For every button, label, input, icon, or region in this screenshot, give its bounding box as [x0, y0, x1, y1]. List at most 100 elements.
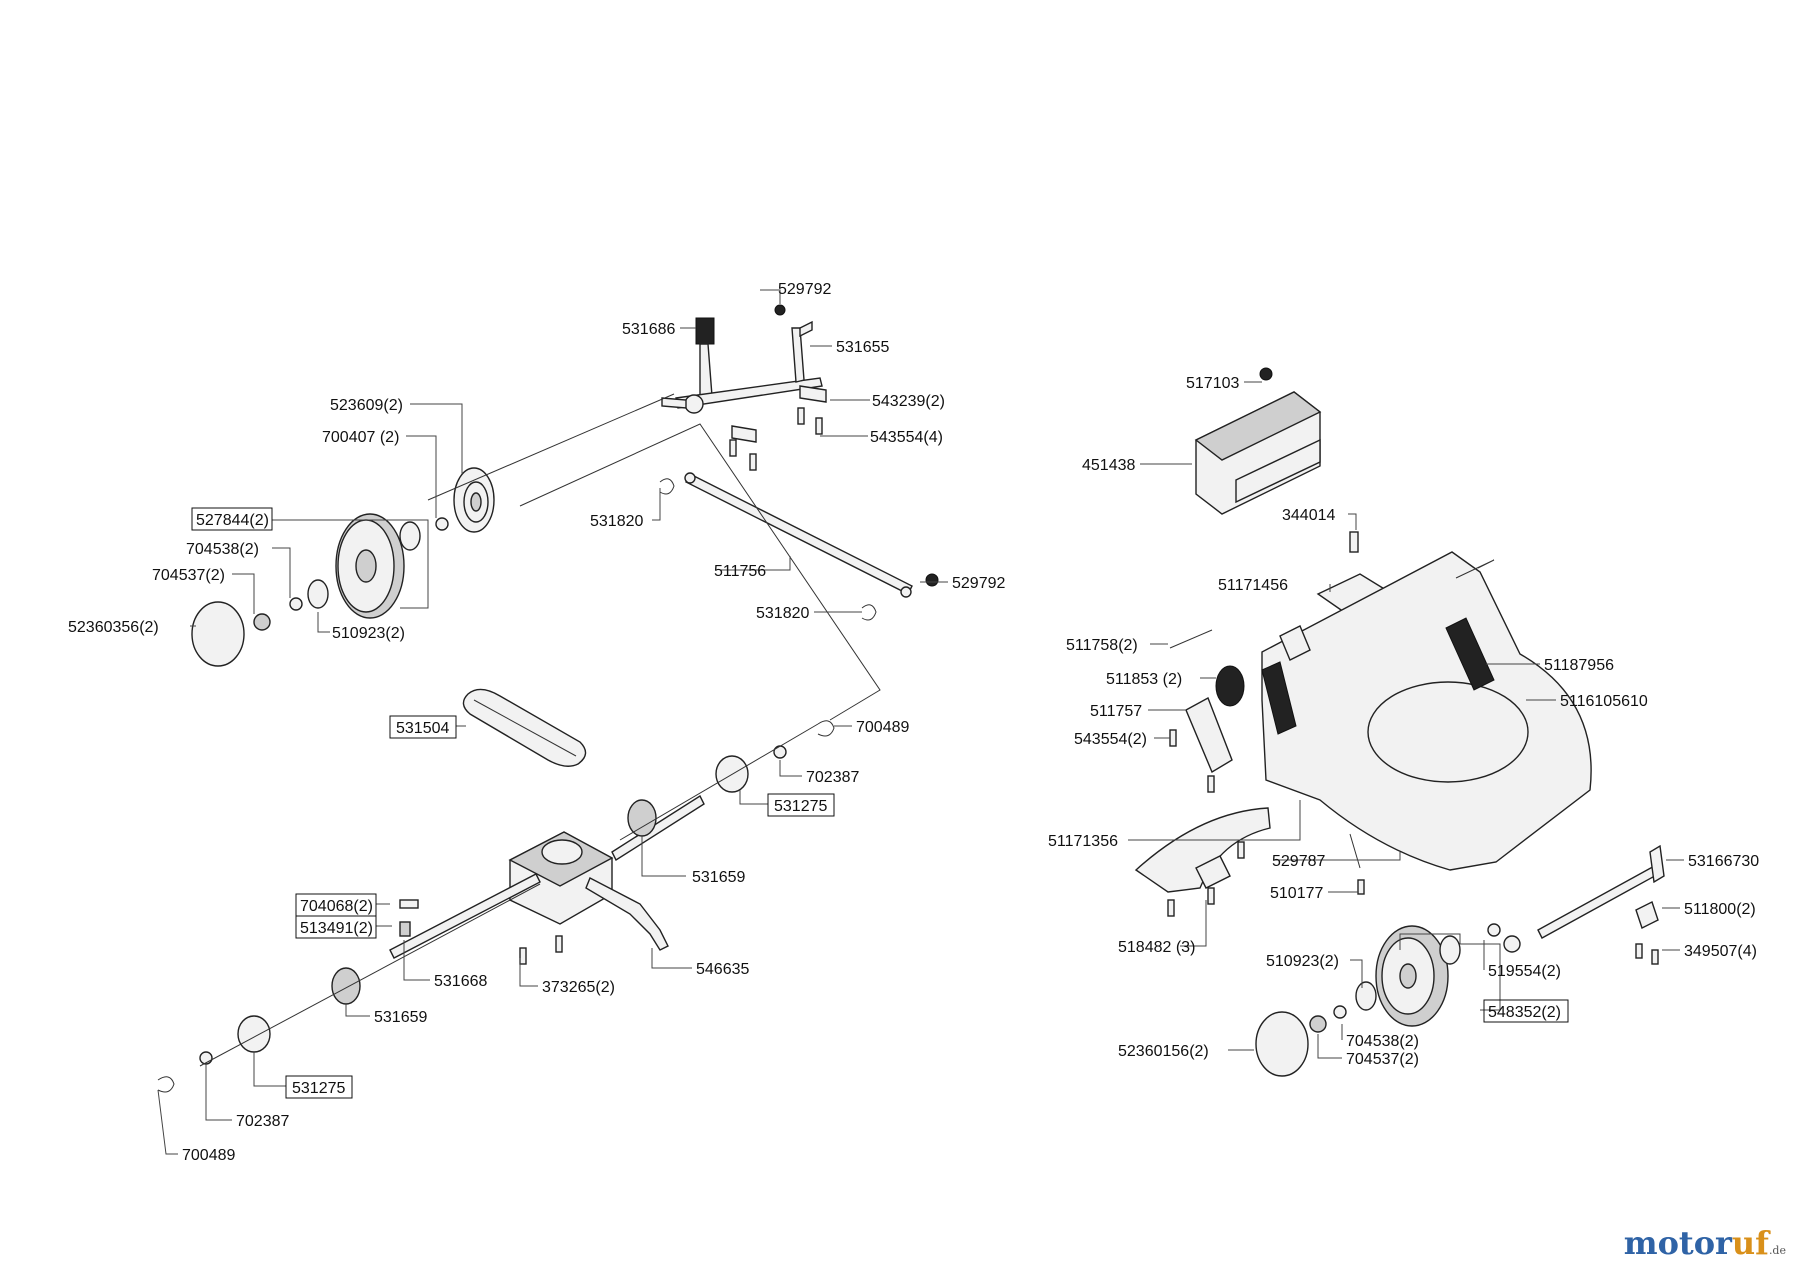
label-52360156: 52360156(2): [1118, 1043, 1209, 1060]
bearing-part: [627, 799, 657, 837]
label-704538: 704538(2): [186, 541, 259, 558]
label-531668: 531668: [434, 973, 487, 990]
label-531275-b: 531275: [292, 1080, 345, 1097]
washer-part: [773, 745, 787, 759]
label-510177: 510177: [1270, 885, 1323, 902]
drive-belt-part: [462, 688, 587, 767]
clip-parts: [729, 385, 827, 471]
washer-part: [289, 597, 303, 611]
spring-pin-part: [399, 921, 411, 937]
label-702387-b: 702387: [236, 1113, 289, 1130]
label-527844: 527844(2): [196, 512, 269, 529]
front-cover-part: [1134, 807, 1271, 917]
mower-deck-part: [1261, 551, 1592, 871]
label-700489: 700489: [856, 719, 909, 736]
hinge-pin-part: [1349, 833, 1361, 869]
label-531820-b: 531820: [756, 605, 809, 622]
label-700489-b: 700489: [182, 1147, 235, 1164]
plug-part: [1215, 665, 1245, 707]
deck-assembly: [1134, 367, 1665, 1077]
label-53166730: 53166730: [1688, 853, 1759, 870]
label-511800: 511800(2): [1684, 901, 1756, 918]
label-529792-b: 529792: [952, 575, 1005, 592]
brand-accent: uf: [1731, 1224, 1769, 1262]
label-543554-b: 543554(2): [1074, 731, 1147, 748]
label-704537: 704537(2): [152, 567, 225, 584]
washer-part: [199, 1051, 213, 1065]
label-451438: 451438: [1082, 457, 1135, 474]
brand-main: motor: [1623, 1224, 1732, 1262]
axle-rod-part: [659, 472, 939, 621]
key-part: [399, 899, 419, 909]
label-511853: 511853 (2): [1106, 671, 1182, 688]
washer-part: [435, 517, 449, 531]
height-plate-part: [1185, 697, 1233, 774]
label-523609: 523609(2): [330, 397, 403, 414]
brand-suffix: .de: [1768, 1244, 1786, 1257]
label-529787: 529787: [1272, 853, 1325, 870]
label-531659-b: 531659: [374, 1009, 427, 1026]
front-wheel-part: [1355, 925, 1461, 1027]
label-531686: 531686: [622, 321, 675, 338]
spring-part: [1357, 879, 1365, 895]
brand-logo[interactable]: motoruf.de: [1624, 1224, 1786, 1262]
label-510923-b: 510923(2): [1266, 953, 1339, 970]
screw-part: [519, 947, 527, 965]
label-529792: 529792: [778, 281, 831, 298]
cable-part: [585, 877, 669, 951]
clip-part: [1635, 901, 1659, 929]
rear-wheel-part: [307, 513, 421, 619]
nut-part: [1309, 1015, 1327, 1033]
screw-part: [1207, 775, 1215, 793]
label-344014: 344014: [1282, 507, 1335, 524]
label-531655: 531655: [836, 339, 889, 356]
label-51171456: 51171456: [1218, 577, 1288, 594]
label-546635: 546635: [696, 961, 749, 978]
label-543239: 543239(2): [872, 393, 945, 410]
washer-part: [1333, 1005, 1347, 1019]
screw-part: [1349, 531, 1359, 553]
screw-part: [1651, 949, 1659, 965]
label-513491: 513491(2): [300, 920, 373, 937]
label-511757: 511757: [1090, 703, 1142, 720]
label-531504: 531504: [396, 720, 449, 737]
hub-cap-part: [191, 601, 245, 667]
label-704538-b: 704538(2): [1346, 1033, 1419, 1050]
gearbox-part: [389, 794, 705, 959]
label-548352: 548352(2): [1488, 1004, 1561, 1021]
part-labels: 529792 531686 531655 523609(2) 543239(2)…: [68, 281, 1759, 1164]
hub-cap-part: [1255, 1011, 1309, 1077]
nut-part: [253, 613, 271, 631]
clip-part: [817, 720, 835, 737]
label-51187956: 51187956: [1544, 657, 1614, 674]
label-373265: 373265(2): [542, 979, 615, 996]
label-543554: 543554(4): [870, 429, 943, 446]
label-5116105610: 5116105610: [1560, 693, 1648, 710]
wire-part: [1455, 559, 1495, 579]
front-axle-part: [1503, 844, 1665, 953]
bearing-part: [331, 967, 361, 1005]
screw-part: [1169, 729, 1177, 747]
label-510923: 510923(2): [332, 625, 405, 642]
label-700407: 700407 (2): [322, 429, 399, 446]
label-518482: 518482 (3): [1118, 939, 1195, 956]
pulley-part: [453, 467, 495, 533]
label-52360356: 52360356(2): [68, 619, 159, 636]
label-704537-b: 704537(2): [1346, 1051, 1419, 1068]
label-51171356: 51171356: [1048, 833, 1118, 850]
clip-part: [157, 1076, 175, 1093]
label-702387: 702387: [806, 769, 859, 786]
label-511758: 511758(2): [1066, 637, 1138, 654]
leader-lines: [157, 289, 1684, 1155]
pinion-part: [237, 1015, 271, 1053]
drive-lever-part: [661, 304, 823, 414]
label-704068: 704068(2): [300, 898, 373, 915]
label-531275: 531275: [774, 798, 827, 815]
label-boxes: [191, 507, 1569, 1099]
spring-part: [1169, 629, 1213, 649]
label-531659: 531659: [692, 869, 745, 886]
label-519554: 519554(2): [1488, 963, 1561, 980]
label-517103: 517103: [1186, 375, 1239, 392]
screw-part: [555, 935, 563, 953]
